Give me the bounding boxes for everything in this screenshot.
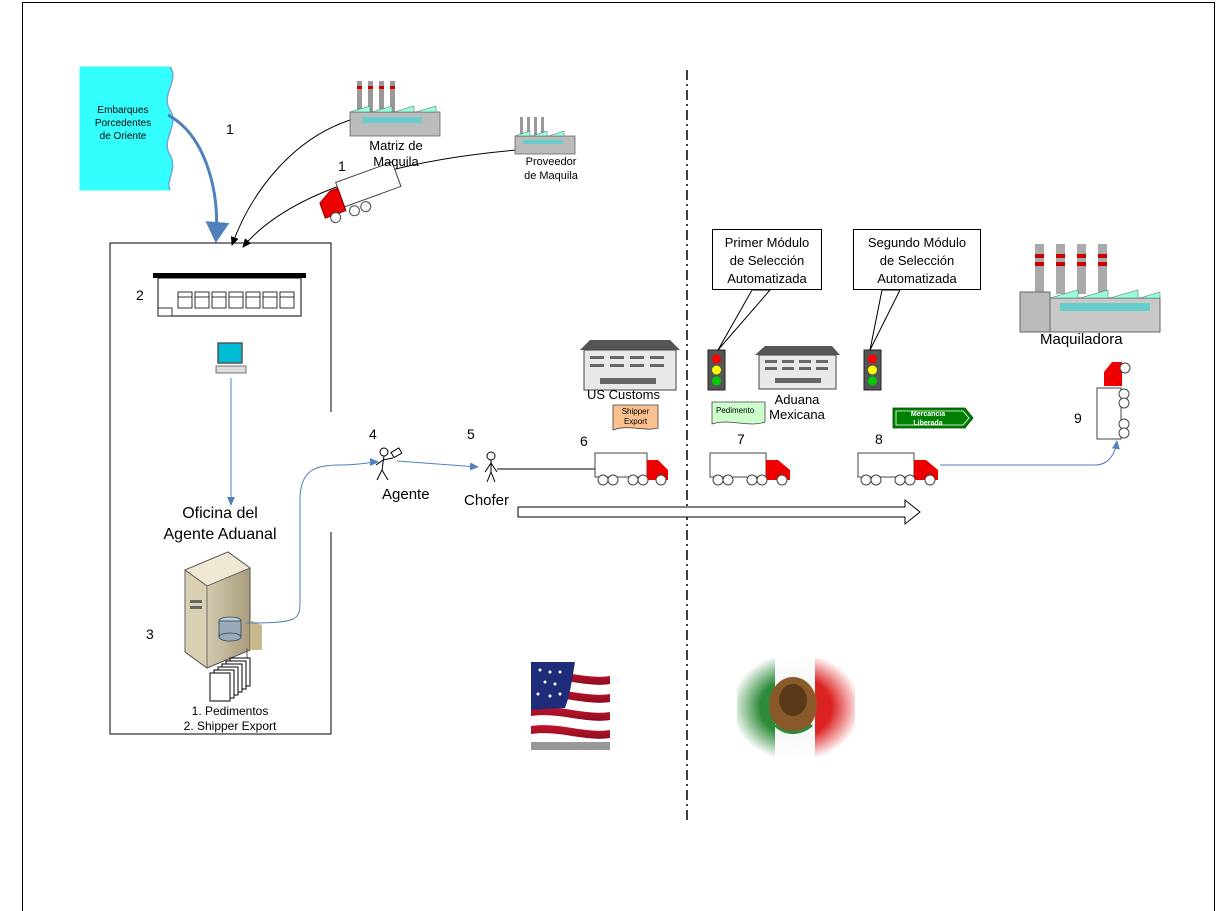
warehouse-door: [177, 291, 193, 309]
proveedor-factory-icon: [514, 117, 576, 155]
warehouse-door: [194, 291, 210, 309]
step-9: 9: [1074, 410, 1082, 426]
diagram-frame: [22, 2, 1215, 911]
callout-2-line-1: Segundo Módulo: [867, 235, 967, 250]
truck-7-icon: [709, 452, 790, 486]
step-2: 2: [136, 287, 144, 303]
matriz-arrow: [230, 119, 351, 246]
step-4: 4: [369, 426, 377, 442]
step-5: 5: [467, 426, 475, 442]
chofer-label: Chofer: [464, 492, 510, 509]
truck-9-icon: [1096, 362, 1131, 440]
chofer-person-icon: [484, 451, 498, 483]
shipments-arrow: [167, 113, 230, 243]
callout-2-line-2: de Selección: [879, 253, 955, 268]
us-flag-image: [531, 662, 610, 750]
warehouse-door: [245, 291, 261, 309]
process-arrow: [517, 498, 921, 526]
maquiladora-factory-icon: [1019, 244, 1161, 333]
step-1b: 1: [338, 158, 346, 174]
server-to-agent-arrow: [244, 458, 379, 624]
callout-1-box: Primer Módulo de Selección Automatizada: [712, 229, 822, 290]
aduana-building-icon: [755, 346, 840, 390]
us-customs-building-icon: [580, 340, 680, 391]
callout-1-line-1: Primer Módulo: [724, 235, 810, 250]
traffic-light-1-icon: [707, 349, 726, 391]
callout-1-tail: [717, 289, 772, 351]
callout-1-line-2: de Selección: [729, 253, 805, 268]
callout-2-line-3: Automatizada: [877, 271, 957, 286]
callout-1-line-3: Automatizada: [727, 271, 807, 286]
pedimento-doc: [711, 401, 766, 425]
warehouse-door: [262, 291, 278, 309]
us-customs-label: US Customs: [587, 387, 660, 402]
callout-2-box: Segundo Módulo de Selección Automatizada: [853, 229, 981, 290]
warehouse-door: [279, 291, 295, 309]
matriz-factory-icon: [349, 81, 441, 137]
warehouse-icon: [153, 273, 306, 317]
shipper-export-doc: [612, 404, 659, 431]
step-1a: 1: [226, 121, 234, 137]
agent-person-icon: [375, 447, 403, 481]
server-icon: [184, 551, 262, 669]
mercancia-liberada-sign: [892, 407, 974, 429]
truck-6-icon: [594, 452, 668, 486]
truck-8-to-maquiladora-arrow: [940, 440, 1120, 466]
warehouse-door: [211, 291, 227, 309]
mexico-flag-image: [737, 658, 855, 756]
computer-icon: [215, 342, 247, 374]
incoming-truck-icon: [319, 161, 402, 224]
step-7: 7: [737, 431, 745, 447]
step-6: 6: [580, 433, 588, 449]
step-3: 3: [146, 626, 154, 642]
pedimento-label: Pedimento: [716, 406, 755, 415]
agente-label: Agente: [382, 486, 430, 503]
callout-2-tail: [869, 289, 901, 351]
truck-8-icon: [857, 452, 938, 486]
maquiladora-label: Maquiladora: [1040, 331, 1123, 348]
warehouse-door: [228, 291, 244, 309]
traffic-light-2-icon: [863, 349, 882, 391]
documents-icon: [209, 657, 251, 702]
step-8: 8: [875, 431, 883, 447]
